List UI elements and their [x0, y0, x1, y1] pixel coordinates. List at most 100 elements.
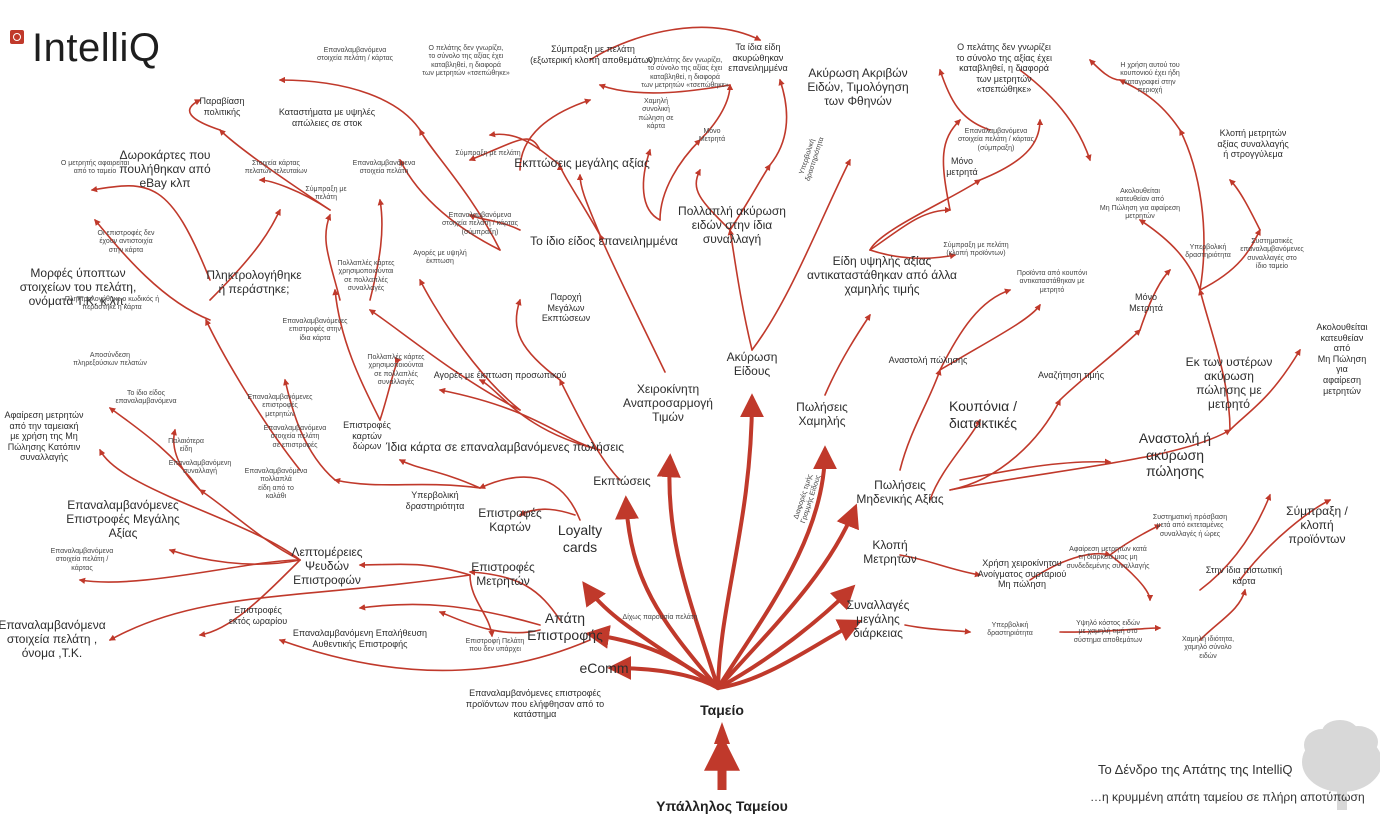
- node-ypervoliki-1: Υπερβολική δραστηριότητα: [405, 490, 465, 511]
- leaf-30: Επαναλαμβανόμενα στοιχεία πελάτη: [352, 160, 416, 176]
- node-epanal-stoixeia-pelati: Επαναλαμβανόμενα στοιχεία πελάτη , όνομα…: [0, 618, 106, 661]
- leaf-35: Επαναλαμβανόμενα στοιχεία πελάτη σε επισ…: [263, 425, 327, 449]
- node-akolouthei: Ακολουθείται κατευθείαν από Μη Πώληση γι…: [1316, 322, 1368, 396]
- node-apati-epistrofis: Απάτη Επιστροφής: [527, 610, 603, 643]
- node-symprasi-klopi: Σύμπραξη / κλοπή προϊόντων: [1286, 504, 1348, 547]
- node-eidi-ypsilis: Είδη υψηλής αξίας αντικαταστάθηκαν από ά…: [807, 254, 957, 297]
- node-dorokartes: Δωροκάρτες που πουλήθηκαν από eBay κλπ: [119, 148, 211, 191]
- node-akyrosi-akrivon: Ακύρωση Ακριβών Ειδών, Τιμολόγηση των Φθ…: [807, 66, 909, 109]
- node-loyalty-cards: Loyalty cards: [557, 522, 603, 555]
- leaf-25: Επαναλαμβανόμενες επιστροφές στην ίδια κ…: [282, 318, 348, 342]
- leaf-23: Επαναλαμβανόμενα πολλαπλά είδη από το κα…: [244, 468, 308, 500]
- node-epistrofes-ektos-orariou: Επιστροφές εκτός ωραρίου: [228, 605, 288, 626]
- node-to-idio-eidos: Το ίδιο είδος επανειλημμένα: [530, 234, 678, 248]
- node-idia-eidi-akyrothikan: Τα ίδια είδη ακυρώθηκαν επανειλημμένα: [728, 42, 788, 74]
- node-paroxi-megalon-ekptoseon: Παροχή Μεγάλων Εκπτώσεων: [541, 292, 591, 324]
- leaf-20: Επαναλαμβανόμενα στοιχεία πελάτη / κάρτα…: [50, 548, 114, 572]
- node-mono-metrita: Μόνο μετρητά: [946, 156, 978, 177]
- node-mono-metrita-2: Μόνο Μετρητά: [1129, 292, 1163, 313]
- root-register: Ταμείο: [700, 702, 744, 718]
- node-katastimata: Καταστήματα με υψηλές απώλειες σε στοκ: [278, 107, 376, 128]
- note-anakoinosi: Αποσύνδεση πληρεξούσιων πελατών: [73, 352, 147, 368]
- leaf-5: Χαμηλή συνολική πώληση σε κάρτα: [638, 98, 674, 130]
- leaf-4: Μόνο Μετρητά: [698, 128, 726, 144]
- node-synallages-megalis: Συναλλαγές μεγάλης διάρκειας: [846, 598, 910, 641]
- leaf-24: Επαναλαμβανόμενες επιστροφές μετρητών: [247, 394, 313, 418]
- node-kouponia: Κουπόνια / διατακτικές: [948, 398, 1018, 431]
- leaf-10: Προϊόντα από κουπόνι αντικαταστάθηκαν με…: [1016, 270, 1088, 294]
- node-pelatis-den-gnorizei: Ο πελάτης δεν γνωρίζει το σύνολο της αξί…: [955, 42, 1053, 95]
- leaf-31: Στοιχεία κάρτας πελατών τελευταίων: [244, 160, 308, 176]
- node-klopi-metriton-axias: Κλοπή μετρητών αξίας συναλλαγής ή στρογγ…: [1217, 128, 1289, 160]
- node-akyrosi-eidous: Ακύρωση Είδους: [726, 350, 778, 379]
- note-dixos-parousia: Δίχως παρουσία πελάτη: [622, 614, 698, 621]
- node-pliktrologithike: Πληκτρολογήθηκε ή περάστηκε;: [206, 268, 302, 297]
- node-paravasi-politikis: Παραβίαση πολιτικής: [199, 96, 245, 117]
- leaf-16: Αφαίρεση μετρητών κατά τη διάρκεια μιας …: [1066, 546, 1150, 570]
- node-epistrofes-karton-doron: Επιστροφές καρτών δώρων: [343, 420, 391, 452]
- leaf-29: Σύμπραξη με πελάτη: [305, 186, 347, 202]
- leaf-12: Η χρήση αυτού του κουπονιού έχει ήδη κατ…: [1120, 62, 1180, 94]
- node-ecomm: eComm: [579, 660, 629, 676]
- node-klopi-metriton: Κλοπή Μετρητών: [863, 538, 917, 567]
- leaf-6: Σύμπραξη με πελάτη: [455, 150, 521, 157]
- node-ekptoseis: Εκπτώσεις: [593, 474, 651, 488]
- leaf-3: Ο πελάτης δεν γνωρίζει, το σύνολο της αξ…: [641, 57, 729, 89]
- node-agores-prosopikou: Αγορές με έκπτωση προσωπικού: [433, 370, 567, 380]
- leaf-18: Υψηλό κόστος ειδών με χαμηλή τιμή στο σύ…: [1073, 620, 1143, 644]
- secondary-branches: [78, 26, 1332, 672]
- tree-silhouette-icon: [1302, 720, 1380, 810]
- leaf-27: Πολλαπλές κάρτες χρησιμοποιούνται σε πολ…: [337, 260, 395, 292]
- leaf-8: Σύμπραξη με πελάτη (κλοπή προϊόντων): [943, 242, 1009, 258]
- leaf-9: Επαναλαμβανόμενα στοιχεία πελάτη / κάρτα…: [957, 128, 1035, 152]
- footer-subtitle: …η κρυμμένη απάτη ταμείου σε πλήρη αποτύ…: [1090, 790, 1365, 804]
- leaf-21: Επαναλαμβανόμενη συναλλαγή: [168, 460, 232, 476]
- leaf-22: Το ίδιο είδος επαναλαμβανόμενα: [115, 390, 177, 406]
- leaf-17: Υπερβολική δραστηριότητα: [987, 622, 1033, 638]
- leaf-15: Συστηματική πρόσβαση μετά από εκτεταμένε…: [1152, 514, 1228, 538]
- node-ek-ton-ysteron: Εκ των υστέρων ακύρωση πώλησης με μετρητ…: [1185, 355, 1273, 412]
- footer-title: Το Δένδρο της Απάτης της IntelliQ: [1098, 762, 1293, 777]
- trunk: [704, 722, 740, 790]
- node-anastoli-akyrosi: Αναστολή ή ακύρωση πώλησης: [1138, 430, 1212, 480]
- main-branches: [582, 393, 863, 690]
- node-epistrofi-pelati: Επιστροφή Πελάτη που δεν υπάρχει: [465, 638, 525, 654]
- leaf-7: Επαναλαμβανόμενα στοιχεία πελάτη / κάρτα…: [441, 212, 519, 236]
- node-epistrofes-karton: Επιστροφές Καρτών: [478, 506, 542, 535]
- node-anastoli-polisis: Αναστολή πώλησης: [888, 355, 968, 365]
- node-epanal-proionton: Επαναλαμβανόμενες επιστροφές προϊόντων π…: [465, 688, 605, 720]
- leaf-2: Ο πελάτης δεν γνωρίζει, το σύνολο της αξ…: [422, 45, 510, 77]
- node-epanal-megalis: Επαναλαμβανόμενες Επιστροφές Μεγάλης Αξί…: [66, 498, 180, 541]
- node-idia-karta: Ίδια κάρτα σε επαναλαμβανόμενες πωλήσεις: [386, 440, 624, 454]
- leaf-1: Επαναλαμβανόμενα στοιχεία πελάτη / κάρτα…: [316, 47, 394, 63]
- leaf-19: Χαμηλή ιδιότητα, χαμηλό σύνολο ειδών: [1181, 636, 1235, 660]
- leaf-26: Πολλαπλές κάρτες χρησιμοποιούνται σε πολ…: [367, 354, 425, 386]
- node-ekptoseis-megalis: Εκπτώσεις μεγάλης αξίας: [514, 156, 650, 170]
- node-symprasi-pelati: Σύμπραξη με πελάτη (εξωτερική κλοπή αποθ…: [530, 44, 656, 65]
- intelliq-logo: IntelliQ: [10, 28, 161, 68]
- leaf-11: Ακολουθείται κατευθείαν από Μη Πώληση γι…: [1099, 188, 1181, 220]
- node-afairesi-metriton: Αφαίρεση μετρητών από την ταμειακή με χρ…: [4, 410, 84, 463]
- node-poliseis-xamilis: Πωλήσεις Χαμηλής: [796, 400, 848, 429]
- node-morfes-ypopton: Μορφές ύποπτων στοιχείων του πελάτη, ονό…: [19, 266, 137, 309]
- node-anazitisi-timis: Αναζήτηση τιμής: [1037, 370, 1105, 380]
- node-leptomereies: Λεπτομέρειες Ψευδών Επιστροφών: [291, 545, 363, 588]
- intelliq-logo-icon: [10, 30, 24, 44]
- node-epistrofes-metriton: Επιστροφές Μετρητών: [471, 560, 535, 589]
- logo-text: IntelliQ: [32, 26, 161, 70]
- node-stin-idia-pistotiki: Στην ίδια πιστωτική κάρτα: [1205, 565, 1283, 586]
- node-mideniki-axias: Πωλήσεις Μηδενικής Αξίας: [856, 478, 944, 507]
- root-employee: Υπάλληλος Ταμείου: [656, 798, 788, 814]
- node-xeirokiniti: Χειροκίνητη Αναπροσαρμογή Τιμών: [623, 382, 713, 425]
- node-xrisi-xeirokinitou: Χρήση χειροκίνητου Ανοίγματος συρταριού …: [977, 558, 1067, 590]
- note-karta-kodikos: Πληκτρολογήθηκε ο κωδικός ή περάστηκε η …: [64, 296, 160, 312]
- leaf-13: Υπερβολική δραστηριότητα: [1185, 244, 1231, 260]
- leaf-14: Συστηματικές επαναλαμβανόμενες συναλλαγέ…: [1240, 238, 1304, 270]
- leaf-32: Οι επιστροφές δεν έχουν αντιστοιχία στην…: [97, 230, 155, 254]
- node-epanalamvanomeni-epalithefsi: Επαναλαμβανόμενη Επαλήθευση Αυθεντικής Ε…: [292, 628, 428, 649]
- leaf-28: Αγορές με υψηλή έκπτωση: [413, 250, 467, 266]
- leaf-34: Παλαιότερα είδη: [168, 438, 204, 454]
- node-pollapli-akyrosi: Πολλαπλή ακύρωση ειδών στην ίδια συναλλα…: [678, 204, 786, 247]
